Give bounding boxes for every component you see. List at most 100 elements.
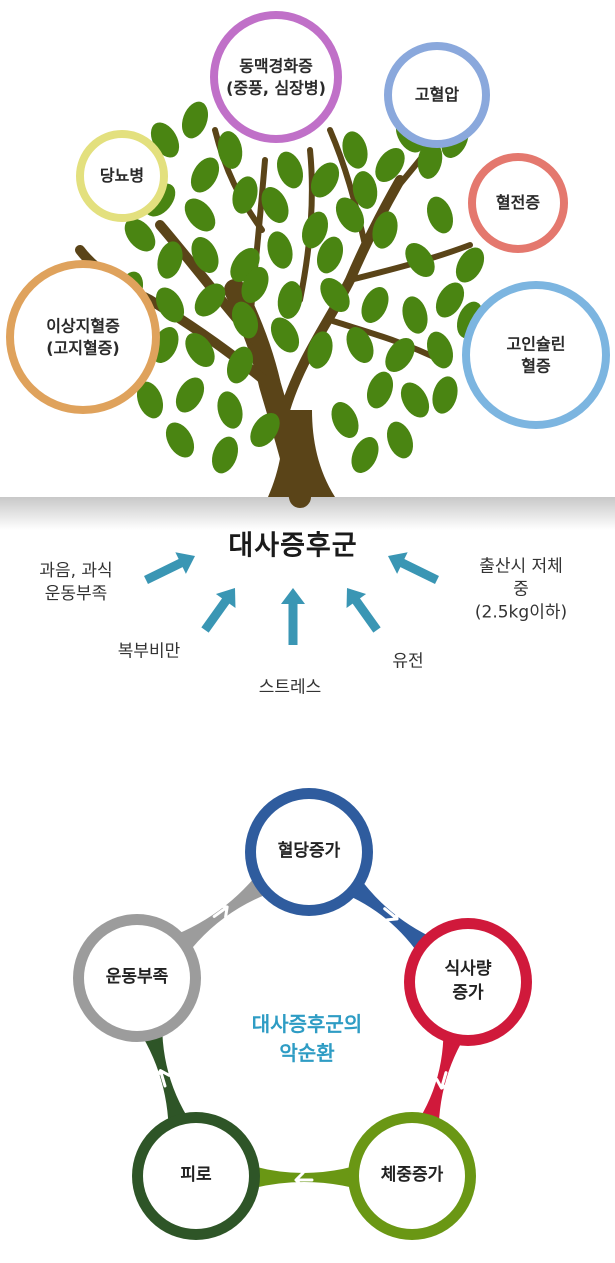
- cycle-node-blood-sugar: 혈당증가: [277, 841, 341, 862]
- cause-stress: 스트레스: [258, 677, 322, 698]
- leaf: [307, 331, 333, 369]
- leaf: [241, 267, 269, 303]
- cycle-node-lack-of-exercise: 운동부족: [105, 967, 169, 988]
- cycle-direction-arrow: [435, 1071, 452, 1090]
- leaf: [184, 198, 216, 232]
- leaf: [261, 187, 289, 223]
- leaf: [191, 237, 219, 273]
- leaf: [276, 151, 304, 189]
- disease-circle: [6, 260, 160, 414]
- ground-band: [0, 497, 615, 557]
- leaf: [190, 157, 220, 193]
- cycle-node-center: [415, 929, 521, 1035]
- cycle-direction-arrow: [212, 904, 229, 919]
- cycle-direction-arrow: [294, 1171, 314, 1189]
- leaf: [217, 131, 243, 169]
- leaf: [185, 332, 215, 368]
- leaf: [351, 437, 379, 473]
- disease-label-diabetes: 당뇨병: [99, 166, 145, 186]
- cycle-connector: [196, 1142, 412, 1210]
- leaf: [194, 283, 226, 317]
- leaf: [250, 412, 280, 448]
- cause-low-birth-weight: 출산시 저체중 (2.5kg이하): [474, 556, 568, 623]
- cycle-node-center: [256, 799, 362, 905]
- cycle-node-food-intake: 식사량 증가: [444, 959, 492, 1003]
- leaf: [124, 218, 156, 252]
- leaf: [432, 376, 458, 414]
- leaf: [175, 377, 205, 413]
- cycle-node-fatigue: 피로: [180, 1165, 212, 1186]
- leaf: [342, 131, 368, 169]
- leaf: [316, 236, 344, 274]
- leaf: [217, 391, 243, 429]
- leaf: [320, 277, 350, 313]
- tree-trunk: [268, 410, 335, 497]
- vicious-cycle-diagram: [73, 788, 532, 1240]
- disease-label-dyslipidemia: 이상지혈증 (고지혈증): [46, 316, 120, 357]
- leaf: [361, 287, 389, 323]
- tree-illustration: [6, 11, 610, 508]
- disease-label-atherosclerosis: 동맥경화증 (중풍, 심장병): [226, 56, 326, 97]
- leaf: [155, 287, 185, 323]
- leaf: [386, 421, 414, 459]
- disease-label-hypertension: 고혈압: [414, 85, 460, 105]
- cause-abdominal-obesity: 복부비만: [117, 641, 181, 662]
- leaf: [277, 281, 303, 319]
- leaf: [335, 197, 365, 233]
- cause-arrow: [346, 587, 381, 633]
- leaf: [385, 337, 415, 373]
- leaf: [402, 296, 428, 334]
- cycle-direction-arrow: [154, 1069, 171, 1088]
- leaf: [400, 382, 430, 418]
- leaf: [426, 196, 454, 234]
- cause-arrow: [281, 588, 305, 645]
- disease-circle: [210, 11, 342, 143]
- cycle-node-center: [84, 925, 190, 1031]
- cause-arrow: [388, 552, 439, 585]
- disease-circle: [76, 130, 168, 222]
- cycle-node-weight-gain: 체중증가: [380, 1165, 444, 1186]
- disease-circle: [384, 42, 490, 148]
- leaf: [181, 101, 209, 139]
- leaf: [405, 242, 435, 278]
- leaf: [435, 282, 465, 318]
- cause-arrow: [201, 587, 236, 633]
- leaf: [346, 327, 374, 363]
- leaf: [231, 301, 259, 339]
- leaf: [426, 331, 454, 369]
- leaf: [226, 346, 254, 384]
- cycle-direction-arrow: [383, 907, 399, 922]
- leaf: [267, 231, 293, 269]
- leaf: [366, 371, 394, 409]
- cycle-node-center: [359, 1123, 465, 1229]
- cycle-title: 대사증후군의 악순환: [251, 1012, 363, 1065]
- leaf: [157, 241, 183, 279]
- leaf: [211, 436, 239, 474]
- leaf: [232, 176, 258, 214]
- disease-circle: [468, 153, 568, 253]
- leaf: [375, 147, 405, 183]
- leaf: [417, 141, 443, 179]
- leaf: [331, 402, 359, 438]
- syndrome-title: 대사증후군: [228, 530, 358, 562]
- disease-label-thrombosis: 혈전증: [495, 193, 541, 213]
- cause-arrows: [144, 552, 439, 645]
- cause-genetics: 유전: [392, 651, 424, 672]
- leaf: [310, 162, 340, 198]
- leaf: [270, 317, 300, 353]
- tree-branch: [327, 127, 368, 248]
- cause-arrow: [144, 552, 195, 585]
- cause-overeating: 과음, 과식 운동부족: [39, 561, 113, 604]
- leaf: [352, 171, 378, 209]
- disease-label-hyperinsulinemia: 고인슐린 혈증: [506, 334, 566, 375]
- leaf: [136, 381, 164, 419]
- tree-branch: [327, 317, 443, 363]
- leaf: [301, 211, 329, 249]
- cycle-node-center: [143, 1123, 249, 1229]
- leaf: [372, 211, 398, 249]
- leaf: [165, 422, 195, 458]
- disease-circle: [462, 281, 610, 429]
- leaf: [455, 247, 485, 283]
